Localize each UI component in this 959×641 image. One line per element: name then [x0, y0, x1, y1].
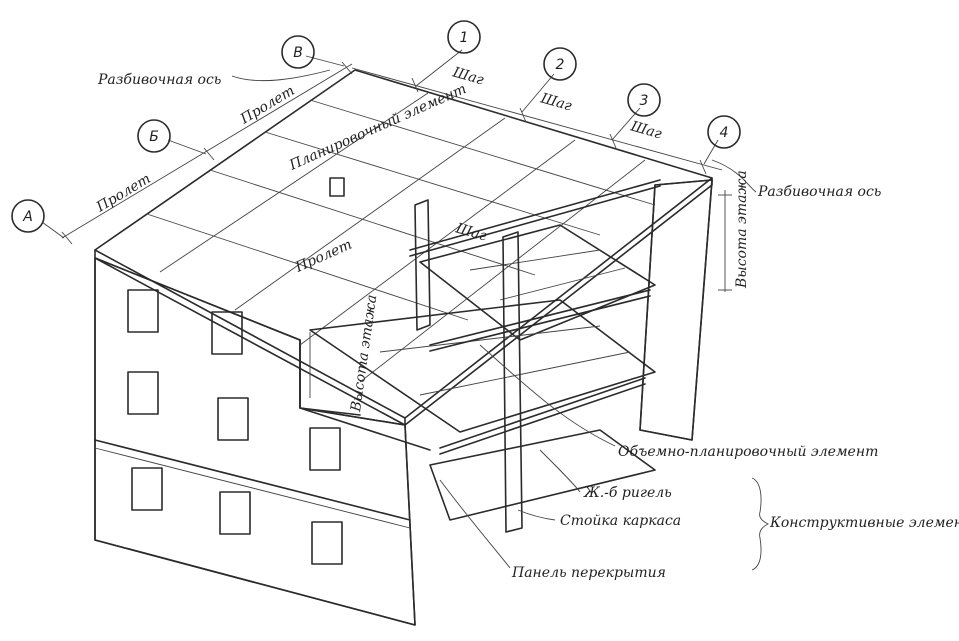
svg-text:А: А: [22, 209, 33, 225]
axis-bubbles: А Б В 1 2 3 4: [11, 20, 741, 233]
label-planning-element: Планировочный элемент: [286, 81, 469, 174]
label-step-4: Шаг: [453, 220, 489, 244]
label-layout-axis-right: Разбивочная ось: [757, 184, 881, 200]
label-volume-planning-element: Объемно-планировочный элемент: [618, 444, 878, 460]
end-wall: [639, 179, 713, 441]
roof-slab: [94, 69, 713, 426]
label-layout-axis-left: Разбивочная ось: [97, 72, 221, 88]
label-step-3: Шаг: [628, 118, 664, 142]
svg-text:1: 1: [460, 30, 469, 46]
svg-text:4: 4: [720, 125, 729, 141]
axis-bubble-b: Б: [137, 119, 171, 153]
axis-bubble-1: 1: [447, 20, 481, 54]
axis-bubble-2: 2: [543, 47, 577, 81]
label-span-3: Пролет: [292, 237, 354, 276]
label-floor-panel: Панель перекрытия: [511, 565, 666, 581]
axis-bubble-4: 4: [707, 115, 741, 149]
frame: [299, 179, 661, 533]
axis-bubble-a: А: [11, 199, 45, 233]
label-rc-beam: Ж.-б ригель: [583, 485, 672, 501]
label-span-1: Пролет: [93, 171, 154, 216]
axis-bubble-v: В: [281, 35, 315, 69]
label-frame-column: Стойка каркаса: [560, 513, 681, 529]
svg-text:В: В: [293, 45, 303, 61]
svg-text:Б: Б: [149, 129, 159, 145]
axis-bubble-3: 3: [627, 83, 661, 117]
label-span-2: Пролет: [237, 83, 298, 128]
label-floor-height-right: Высота этажа: [734, 170, 750, 289]
label-floor-height-inner: Высота этажа: [348, 294, 380, 414]
label-step-2: Шаг: [538, 90, 574, 114]
svg-text:2: 2: [556, 57, 565, 73]
svg-text:3: 3: [640, 93, 649, 109]
label-structural-elements: Конструктивные элементы: [769, 515, 959, 531]
